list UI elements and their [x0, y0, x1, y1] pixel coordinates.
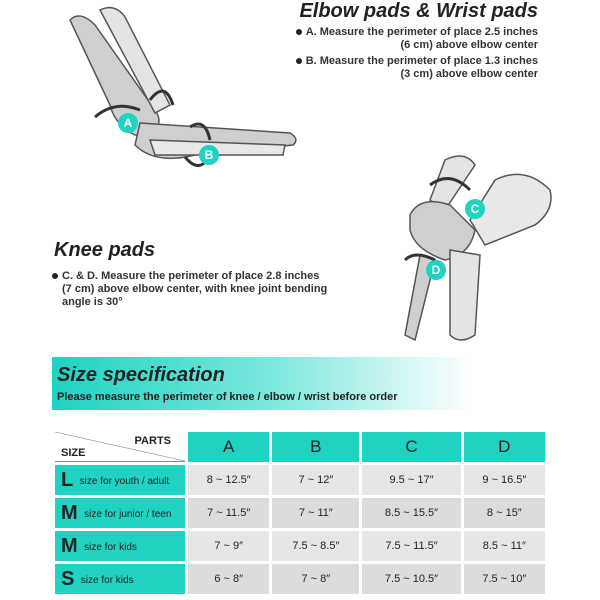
column-header: B — [272, 432, 360, 462]
corner-size-label: SIZE — [61, 447, 86, 459]
measure-text-cd: C. & D. Measure the perimeter of place 2… — [62, 270, 328, 308]
size-label: M size for kids — [55, 531, 185, 561]
table-cell: 7.5 ~ 10.5″ — [362, 564, 461, 594]
marker-a — [118, 113, 138, 133]
measure-text-b: B. Measure the perimeter of place 1.3 in… — [305, 55, 538, 80]
bullet-icon — [295, 58, 302, 64]
table-cell: 8 ~ 15″ — [463, 498, 545, 528]
table-cell: 7.5 ~ 10″ — [463, 564, 545, 594]
measure-item-b: B. Measure the perimeter of place 1.3 in… — [268, 55, 538, 81]
table-row: M size for kids 7 ~ 9″ 7.5 ~ 8.5″ 7.5 ~ … — [55, 531, 545, 561]
size-letter: S — [61, 567, 75, 590]
measure-item-a: A. Measure the perimeter of place 2.5 in… — [268, 26, 538, 52]
table-cell: 8.5 ~ 11″ — [463, 531, 545, 561]
size-label: M size for junior / teen — [55, 498, 185, 528]
table-cell: 9.5 ~ 17″ — [362, 465, 461, 495]
marker-d-label: D — [432, 263, 441, 277]
table-row: L size for youth / adult 8 ~ 12.5″ 7 ~ 1… — [55, 465, 545, 495]
table-corner-cell: PARTS SIZE — [55, 432, 185, 462]
table-cell: 9 ~ 16.5″ — [463, 465, 545, 495]
size-letter: L — [61, 468, 74, 491]
table-cell: 7.5 ~ 11.5″ — [362, 531, 461, 561]
elbow-measure-list: A. Measure the perimeter of place 2.5 in… — [268, 26, 538, 84]
size-letter: M — [61, 501, 78, 524]
knee-title: Knee pads — [54, 239, 156, 261]
table-cell: 8 ~ 12.5″ — [188, 465, 270, 495]
size-description: size for youth / adult — [79, 475, 170, 487]
column-header: C — [362, 432, 461, 462]
marker-a-label: A — [124, 116, 133, 130]
measure-item-cd: C. & D. Measure the perimeter of place 2… — [52, 270, 352, 309]
elbow-wrist-title: Elbow pads & Wrist pads — [299, 0, 538, 22]
size-description: size for junior / teen — [84, 508, 172, 520]
size-spec-banner: Size specification Please measure the pe… — [52, 357, 548, 410]
table-row: M size for junior / teen 7 ~ 11.5″ 7 ~ 1… — [55, 498, 545, 528]
diagonal-divider — [55, 432, 185, 461]
table-cell: 7 ~ 12″ — [272, 465, 360, 495]
marker-d — [426, 260, 446, 280]
table-cell: 7 ~ 9″ — [188, 531, 270, 561]
knee-illustration: C D — [403, 155, 552, 342]
table-cell: 7 ~ 11″ — [272, 498, 360, 528]
table-cell: 7 ~ 8″ — [272, 564, 360, 594]
size-label: L size for youth / adult — [55, 465, 185, 495]
column-header: D — [463, 432, 545, 462]
size-label: S size for kids — [55, 564, 185, 594]
marker-c — [465, 199, 485, 219]
size-description: size for kids — [80, 574, 134, 586]
size-letter: M — [61, 534, 78, 557]
marker-b-label: B — [205, 148, 214, 162]
bullet-icon — [295, 29, 302, 35]
table-cell: 6 ~ 8″ — [188, 564, 270, 594]
marker-c-label: C — [471, 202, 480, 216]
size-spec-subtitle: Please measure the perimeter of knee / e… — [57, 391, 398, 403]
elbow-illustration: A B — [69, 6, 297, 167]
size-spec-title: Size specification — [57, 364, 225, 386]
measure-text-a: A. Measure the perimeter of place 2.5 in… — [305, 26, 538, 51]
corner-parts-label: PARTS — [134, 435, 171, 447]
table-cell: 8.5 ~ 15.5″ — [362, 498, 461, 528]
bullet-icon — [52, 273, 58, 279]
table-cell: 7 ~ 11.5″ — [188, 498, 270, 528]
table-cell: 7.5 ~ 8.5″ — [272, 531, 360, 561]
table-header-row: PARTS SIZE A B C D — [55, 432, 545, 462]
size-description: size for kids — [84, 541, 137, 553]
knee-measure-list: C. & D. Measure the perimeter of place 2… — [52, 270, 352, 312]
size-table: PARTS SIZE A B C D L size for youth / ad… — [52, 429, 548, 597]
table-row: S size for kids 6 ~ 8″ 7 ~ 8″ 7.5 ~ 10.5… — [55, 564, 545, 594]
marker-b — [199, 145, 219, 165]
column-header: A — [188, 432, 270, 462]
